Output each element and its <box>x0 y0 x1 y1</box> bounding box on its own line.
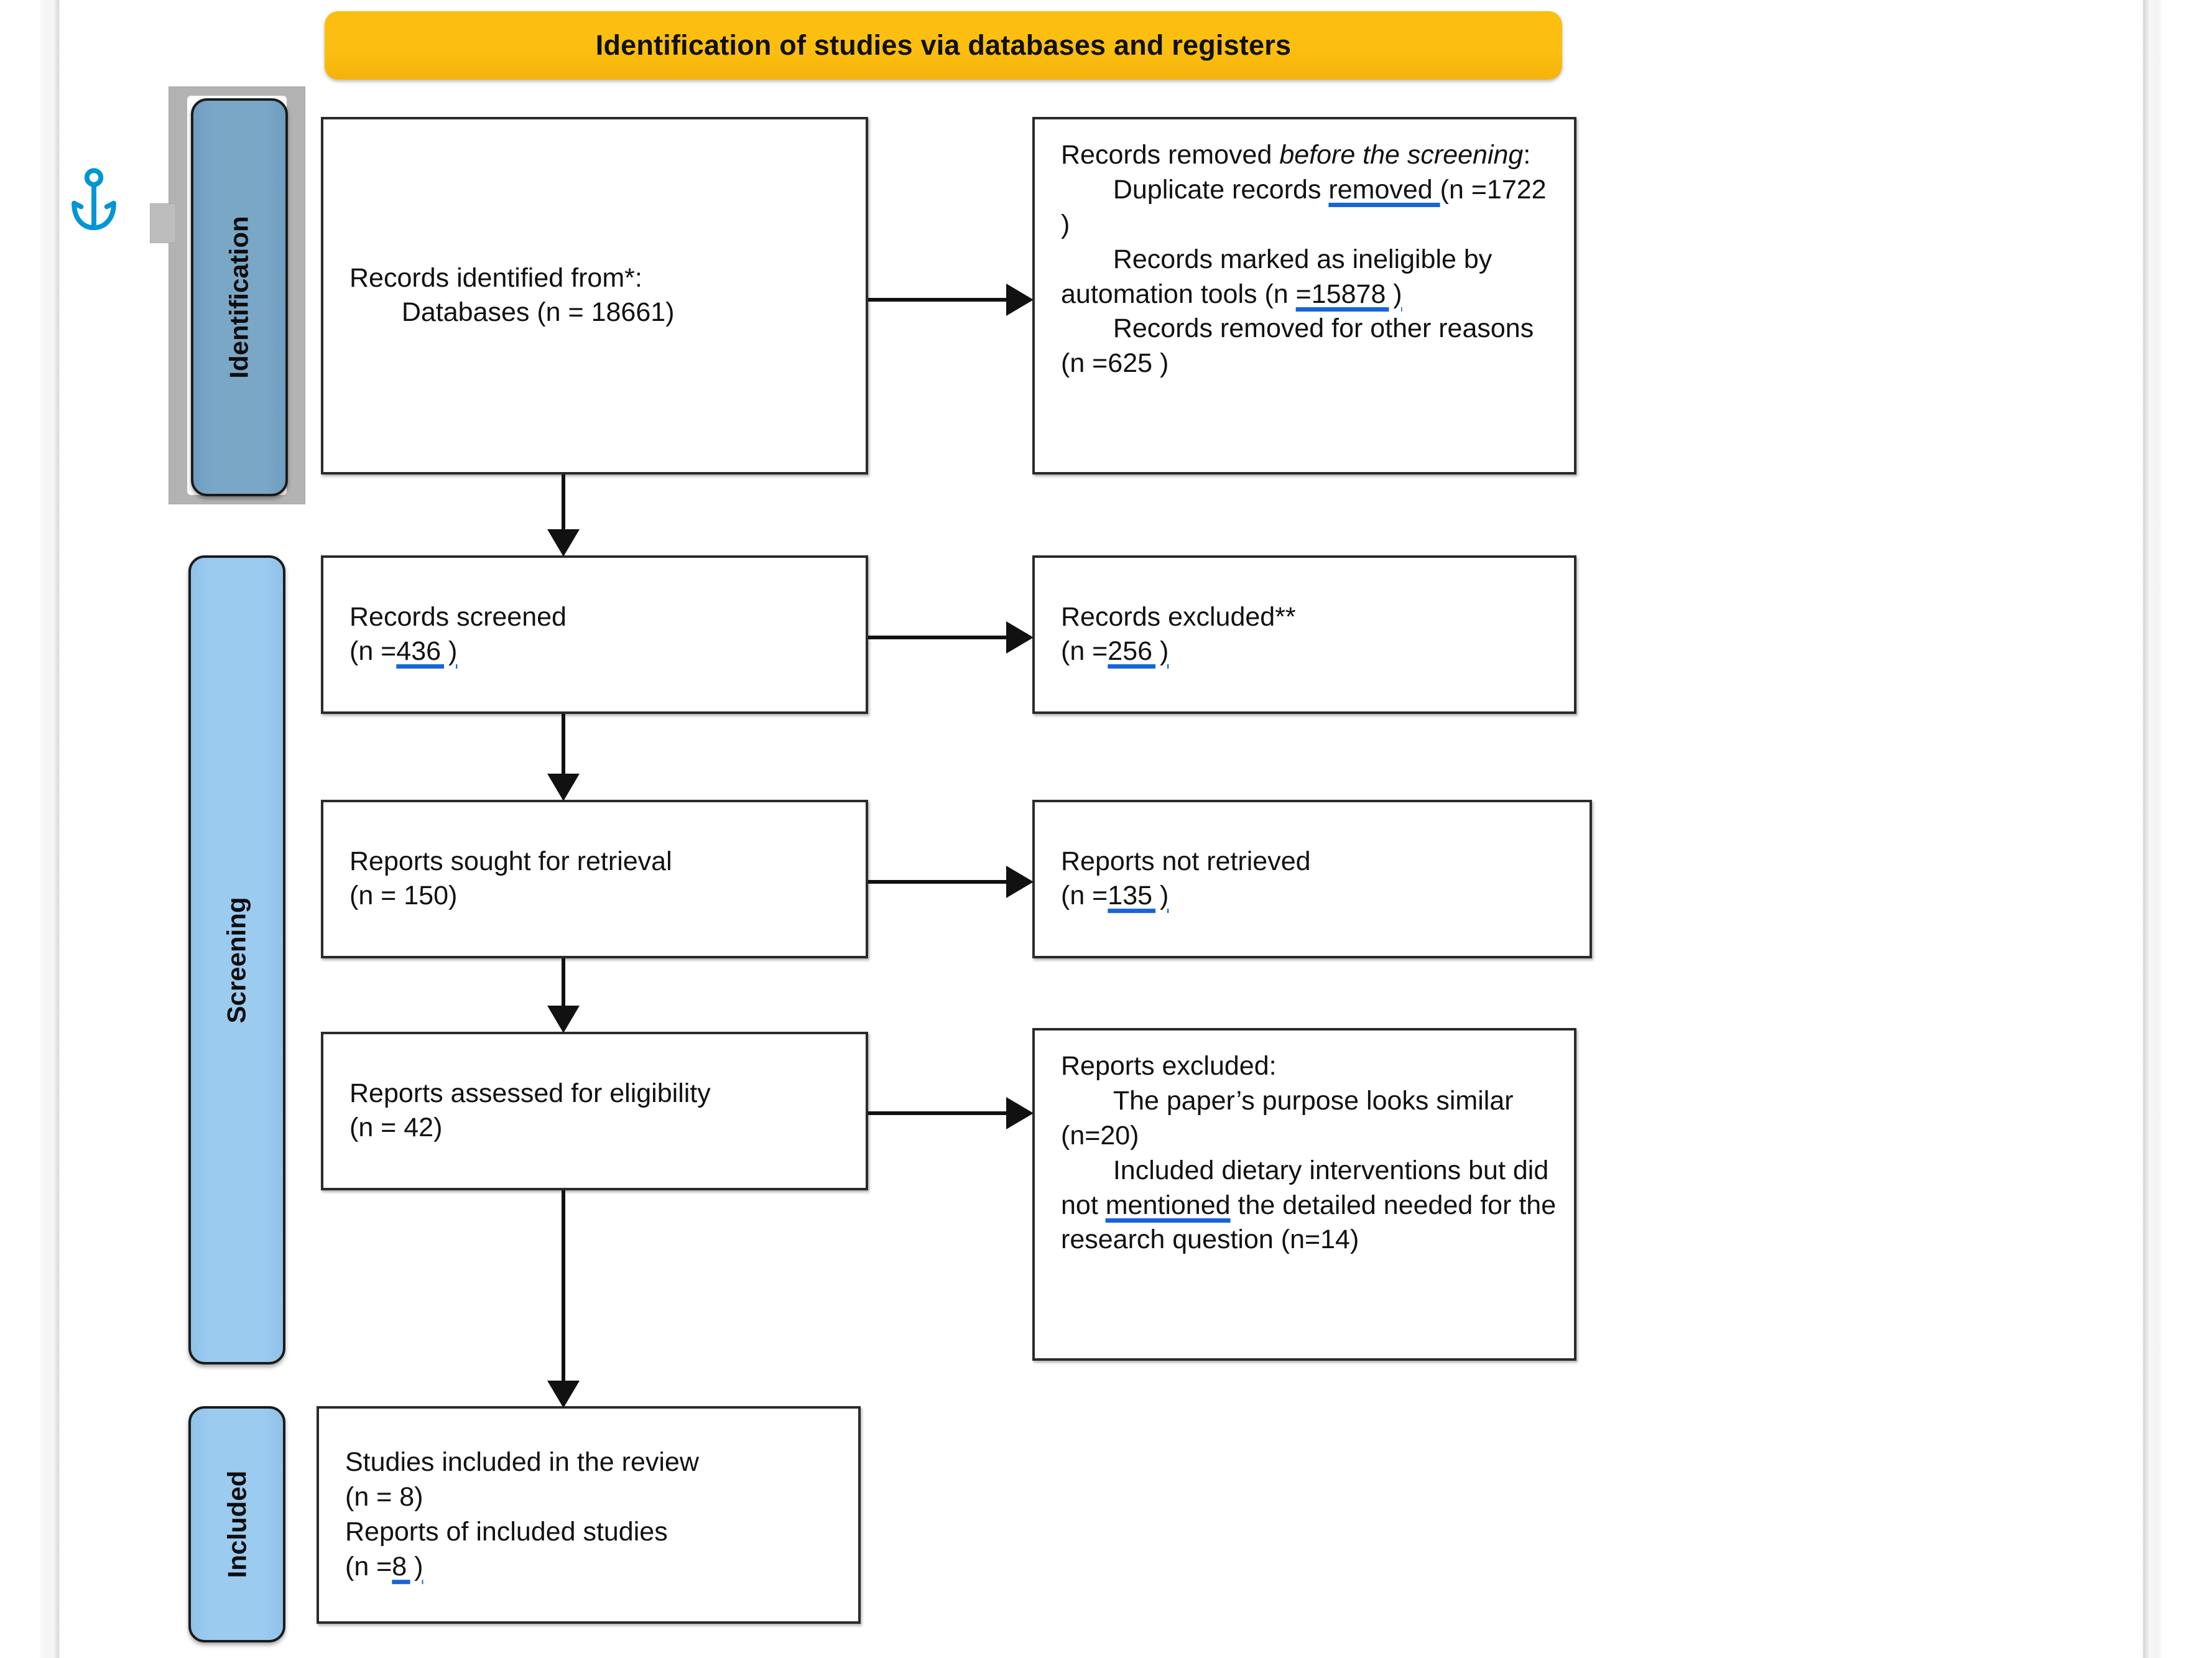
arrow-head-down-icon <box>547 774 580 801</box>
arrow-eligibility-to-reports-excluded <box>868 1095 1034 1132</box>
records-identified-line1: Records identified from*: <box>349 262 642 293</box>
box-reports-not-retrieved-text: Reports not retrieved (n =135 ) <box>1061 845 1576 914</box>
box-studies-included-text: Studies included in the review (n = 8) Rep… <box>345 1445 845 1585</box>
arrow-sought-to-not-retrieved <box>868 863 1034 901</box>
box-reports-assessed-text: Reports assessed for eligibility (n = 42) <box>349 1077 852 1146</box>
records-screened-line2-a: (n = <box>349 636 397 667</box>
records-removed-item3: Records removed for other reasons (n =62… <box>1061 313 1542 379</box>
selection-handle-left[interactable] <box>150 204 175 243</box>
box-studies-included[interactable]: Studies included in the review (n = 8) Rep… <box>317 1406 861 1624</box>
box-records-screened[interactable]: Records screened (n =436 ) <box>321 555 868 714</box>
box-records-identified[interactable]: Records identified from*: Databases (n = … <box>321 117 868 475</box>
box-reports-not-retrieved[interactable]: Reports not retrieved (n =135 ) <box>1032 800 1592 958</box>
arrow-identified-to-screened <box>545 475 582 557</box>
records-removed-item1-c: (n =1722 ) <box>1061 174 1554 239</box>
records-excluded-line1: Records excluded** <box>1061 601 1296 632</box>
arrow-head-right-icon <box>1006 284 1034 316</box>
sidebar-stage-identification[interactable]: Identification <box>191 98 288 496</box>
arrow-shaft <box>562 475 565 534</box>
arrow-identified-to-removed <box>868 281 1034 318</box>
records-removed-item2-b: =15878 ) <box>1295 279 1402 309</box>
section-banner: Identification of studies via databases … <box>325 11 1562 80</box>
reports-sought-line1: Reports sought for retrieval <box>349 846 672 876</box>
box-records-screened-text: Records screened (n =436 ) <box>349 600 852 670</box>
records-identified-line2: Databases (n = 18661) <box>401 297 675 328</box>
arrow-screened-to-excluded <box>868 619 1034 656</box>
arrow-shaft <box>562 1190 565 1386</box>
reports-excluded-item2-c: the detailed needed for the research que… <box>1061 1190 1564 1255</box>
reports-excluded-item1: The paper’s purpose looks similar (n=20) <box>1061 1085 1521 1151</box>
arrow-shaft <box>868 636 1012 639</box>
box-records-excluded-text: Records excluded** (n =256 ) <box>1061 600 1560 670</box>
arrow-head-down-icon <box>547 1381 580 1408</box>
sidebar-stage-screening[interactable]: Screening <box>188 555 285 1364</box>
reports-excluded-item2-a: Included dietary interventions but did n… <box>1061 1155 1557 1220</box>
records-removed-item1-b: removed <box>1328 174 1440 205</box>
arrow-shaft <box>562 714 565 779</box>
records-removed-item1-a: Duplicate records <box>1113 174 1329 205</box>
anchor-icon[interactable] <box>66 167 122 235</box>
box-reports-excluded[interactable]: Reports excluded: The paper’s purpose loo… <box>1032 1028 1576 1361</box>
stage-label-included: Included <box>222 1470 251 1578</box>
box-records-removed-text: Records removed before the screening: Dup… <box>1061 138 1560 381</box>
studies-included-line1: Studies included in the review <box>345 1447 699 1478</box>
records-excluded-line2-a: (n = <box>1061 636 1108 667</box>
reports-assessed-line2: (n = 42) <box>349 1113 443 1143</box>
arrow-shaft <box>868 880 1012 884</box>
banner-title: Identification of studies via databases … <box>595 29 1292 61</box>
reports-excluded-item2-b: mentioned <box>1105 1190 1231 1220</box>
records-removed-heading-colon: : <box>1523 140 1531 170</box>
stage-label-screening: Screening <box>222 896 252 1024</box>
reports-not-retrieved-line2-a: (n = <box>1061 881 1108 911</box>
box-reports-excluded-text: Reports excluded: The paper’s purpose loo… <box>1061 1049 1560 1257</box>
arrow-head-right-icon <box>1006 1097 1034 1129</box>
arrow-shaft <box>868 298 1012 302</box>
box-reports-assessed-eligibility[interactable]: Reports assessed for eligibility (n = 42) <box>321 1032 868 1190</box>
arrow-shaft <box>868 1111 1012 1115</box>
arrow-sought-to-eligibility <box>545 958 582 1033</box>
reports-excluded-heading: Reports excluded: <box>1061 1051 1277 1081</box>
arrow-head-down-icon <box>547 529 580 557</box>
studies-included-line4-a: (n = <box>345 1551 392 1582</box>
box-records-removed[interactable]: Records removed before the screening: Dup… <box>1032 117 1576 475</box>
studies-included-count: 8 ) <box>392 1551 423 1582</box>
box-records-identified-text: Records identified from*: Databases (n = … <box>349 261 852 331</box>
arrow-head-right-icon <box>1006 866 1034 898</box>
sidebar-stage-included[interactable]: Included <box>188 1406 285 1642</box>
records-screened-count: 436 ) <box>396 636 458 667</box>
arrow-shaft <box>562 958 565 1011</box>
box-reports-sought-text: Reports sought for retrieval (n = 150) <box>349 845 852 914</box>
reports-assessed-line1: Reports assessed for eligibility <box>349 1078 711 1108</box>
page-edge-left <box>39 0 60 1658</box>
reports-sought-line2: (n = 150) <box>349 881 458 911</box>
page-edge-right <box>2142 0 2163 1658</box>
records-removed-heading-italic: before the screening <box>1279 140 1524 170</box>
studies-included-line3: Reports of included studies <box>345 1517 668 1547</box>
studies-included-line2: (n = 8) <box>345 1482 423 1512</box>
reports-not-retrieved-line1: Reports not retrieved <box>1061 846 1311 876</box>
records-screened-line1: Records screened <box>349 601 567 632</box>
records-removed-item2-a: Records marked as ineligible by automati… <box>1061 244 1500 309</box>
reports-not-retrieved-count: 135 ) <box>1108 881 1169 911</box>
box-records-excluded[interactable]: Records excluded** (n =256 ) <box>1032 555 1576 714</box>
arrow-eligibility-to-included <box>545 1190 582 1408</box>
arrow-screened-to-sought <box>545 714 582 801</box>
records-removed-heading-plain: Records removed <box>1061 140 1280 170</box>
arrow-head-down-icon <box>547 1006 580 1033</box>
box-reports-sought[interactable]: Reports sought for retrieval (n = 150) <box>321 800 868 958</box>
stage-label-identification: Identification <box>224 216 254 379</box>
records-excluded-count: 256 ) <box>1108 636 1169 667</box>
arrow-head-right-icon <box>1006 621 1034 654</box>
